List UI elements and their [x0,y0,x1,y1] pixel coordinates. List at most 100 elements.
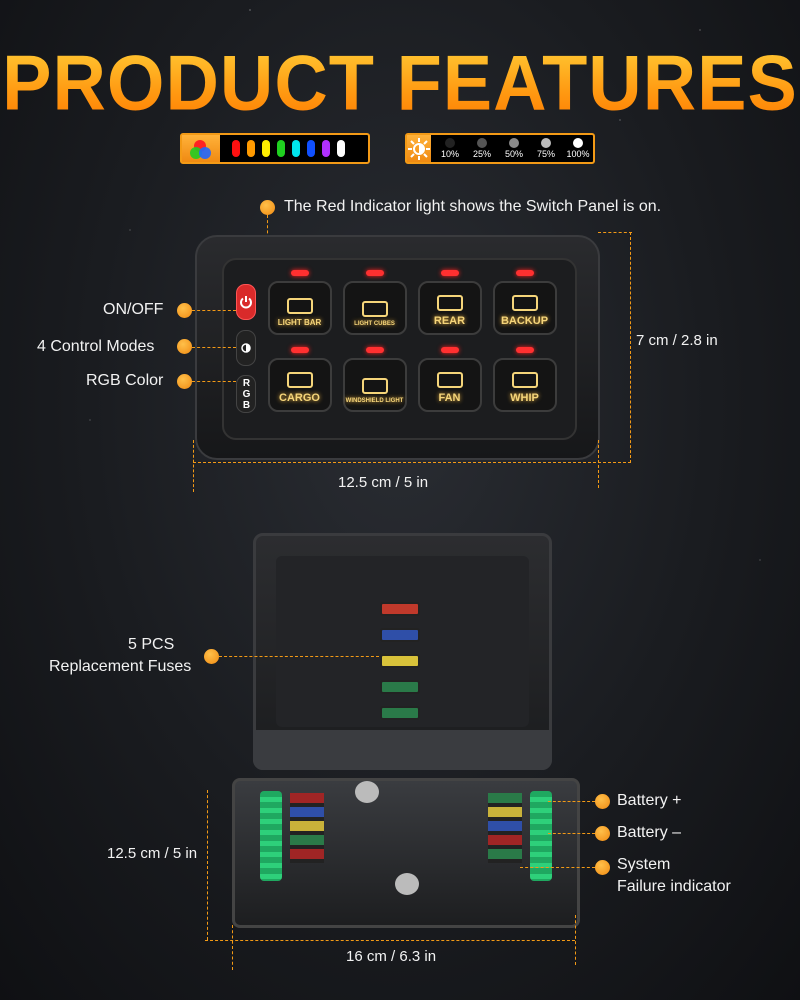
callout-line [219,656,379,657]
color-swatch [231,140,240,157]
switch-label: REAR [433,315,466,327]
switch-key[interactable]: REAR [417,281,482,335]
switch-icon [436,295,463,311]
switch-key[interactable]: WHIP [492,358,557,412]
failure-label-2: Failure indicator [617,878,731,895]
spare-fuse [380,680,420,694]
spare-fuse [380,654,420,668]
indicator-led [365,347,384,353]
indicator-note: The Red Indicator light shows the Switch… [284,198,662,215]
switch-key[interactable]: CARGO [267,358,332,412]
battery-minus-label: Battery – [617,824,682,841]
fuses-label: 5 PCS [128,636,175,653]
color-swatch [276,140,285,157]
callout-line [192,381,236,382]
failure-label: System [617,856,671,873]
battery-plus-label: Battery + [617,792,682,809]
color-swatch [261,140,270,157]
switch-label: WHIP [510,392,539,404]
brightness-level-label: 25% [472,149,491,159]
brightness-level-label: 50% [504,149,523,159]
page-title: PRODUCT FEATURES [0,38,800,127]
color-swatch [246,140,255,157]
callout-dot [204,649,219,664]
callout-dot [595,794,610,809]
switch-label: WINDSHIELD LIGHT [345,398,404,404]
callout-dot [177,303,192,318]
brightness-level: 100% [563,138,593,159]
callout-line [192,347,236,348]
power-button[interactable] [236,284,256,320]
dimension-line-width [193,462,631,463]
dimension-line-height [630,232,631,463]
indicator-led [290,270,309,276]
terminal-strip-right [530,791,552,881]
callout-dot [595,826,610,841]
callout-line [548,801,595,802]
brightness-level-label: 10% [440,149,459,159]
switch-label: CARGO [279,392,320,404]
switch-icon [361,378,388,394]
callout-dot [595,860,610,875]
fuses-label-2: Replacement Fuses [49,658,192,675]
switch-key[interactable]: FAN [417,358,482,412]
switch-key[interactable]: BACKUP [492,281,557,335]
callout-dot [177,339,192,354]
callout-dot [260,200,275,215]
switch-key-cell: LIGHT BAR [262,270,337,335]
switch-key[interactable]: WINDSHIELD LIGHT [342,358,407,412]
brightness-level: 75% [531,138,561,159]
switch-label: LIGHT BAR [277,318,322,327]
switch-label: FAN [438,392,461,404]
terminal-strip-left [260,791,282,881]
color-swatch [321,140,330,157]
indicator-led [440,347,459,353]
color-swatch [306,140,315,157]
dimension-tick [598,232,632,233]
switch-icon [286,372,313,388]
switch-key-cell: BACKUP [487,270,562,335]
indicator-led [440,270,459,276]
switch-icon [436,372,463,388]
rgb-button[interactable]: RGB [236,375,256,413]
box-height-dim: 12.5 cm / 5 in [107,845,198,862]
dimension-tick [598,440,599,488]
brightness-level-label: 75% [536,149,555,159]
switch-key[interactable]: LIGHT BAR [267,281,332,335]
spare-fuses [380,602,420,720]
dimension-line-height [207,790,208,940]
indicator-led [515,270,534,276]
fuse-box-base [232,778,580,928]
brightness-level: 50% [499,138,529,159]
color-swatches [228,140,348,157]
fuses-left [290,793,324,863]
spare-fuse [380,602,420,616]
switch-key-cell: WINDSHIELD LIGHT [337,347,412,412]
brightness-level: 25% [467,138,497,159]
dimension-tick [193,440,194,492]
color-swatch [291,140,300,157]
switch-key-cell: REAR [412,270,487,335]
dimension-line-width [205,940,575,941]
fuses-right [488,793,522,863]
brightness-dot [477,138,487,148]
indicator-led [515,347,534,353]
switch-key[interactable]: LIGHT CUBES [342,281,407,335]
rgb-icon [182,135,220,162]
panel-height-dim: 7 cm / 2.8 in [636,332,718,349]
switch-key-cell: WHIP [487,347,562,412]
switch-icon [511,372,538,388]
switch-key-cell: FAN [412,347,487,412]
dimension-tick [232,925,233,970]
mode-button[interactable] [236,330,256,366]
brightness-dot [509,138,519,148]
panel-width-dim: 12.5 cm / 5 in [338,474,429,491]
callout-dot [177,374,192,389]
spare-fuse [380,628,420,642]
indicator-led [365,270,384,276]
callout-on-off: ON/OFF [103,301,164,318]
switch-key-cell: CARGO [262,347,337,412]
brightness-levels: 10% 25% 50% 75% 100% [433,138,593,159]
brightness-icon [241,343,251,353]
box-width-dim: 16 cm / 6.3 in [346,948,437,965]
